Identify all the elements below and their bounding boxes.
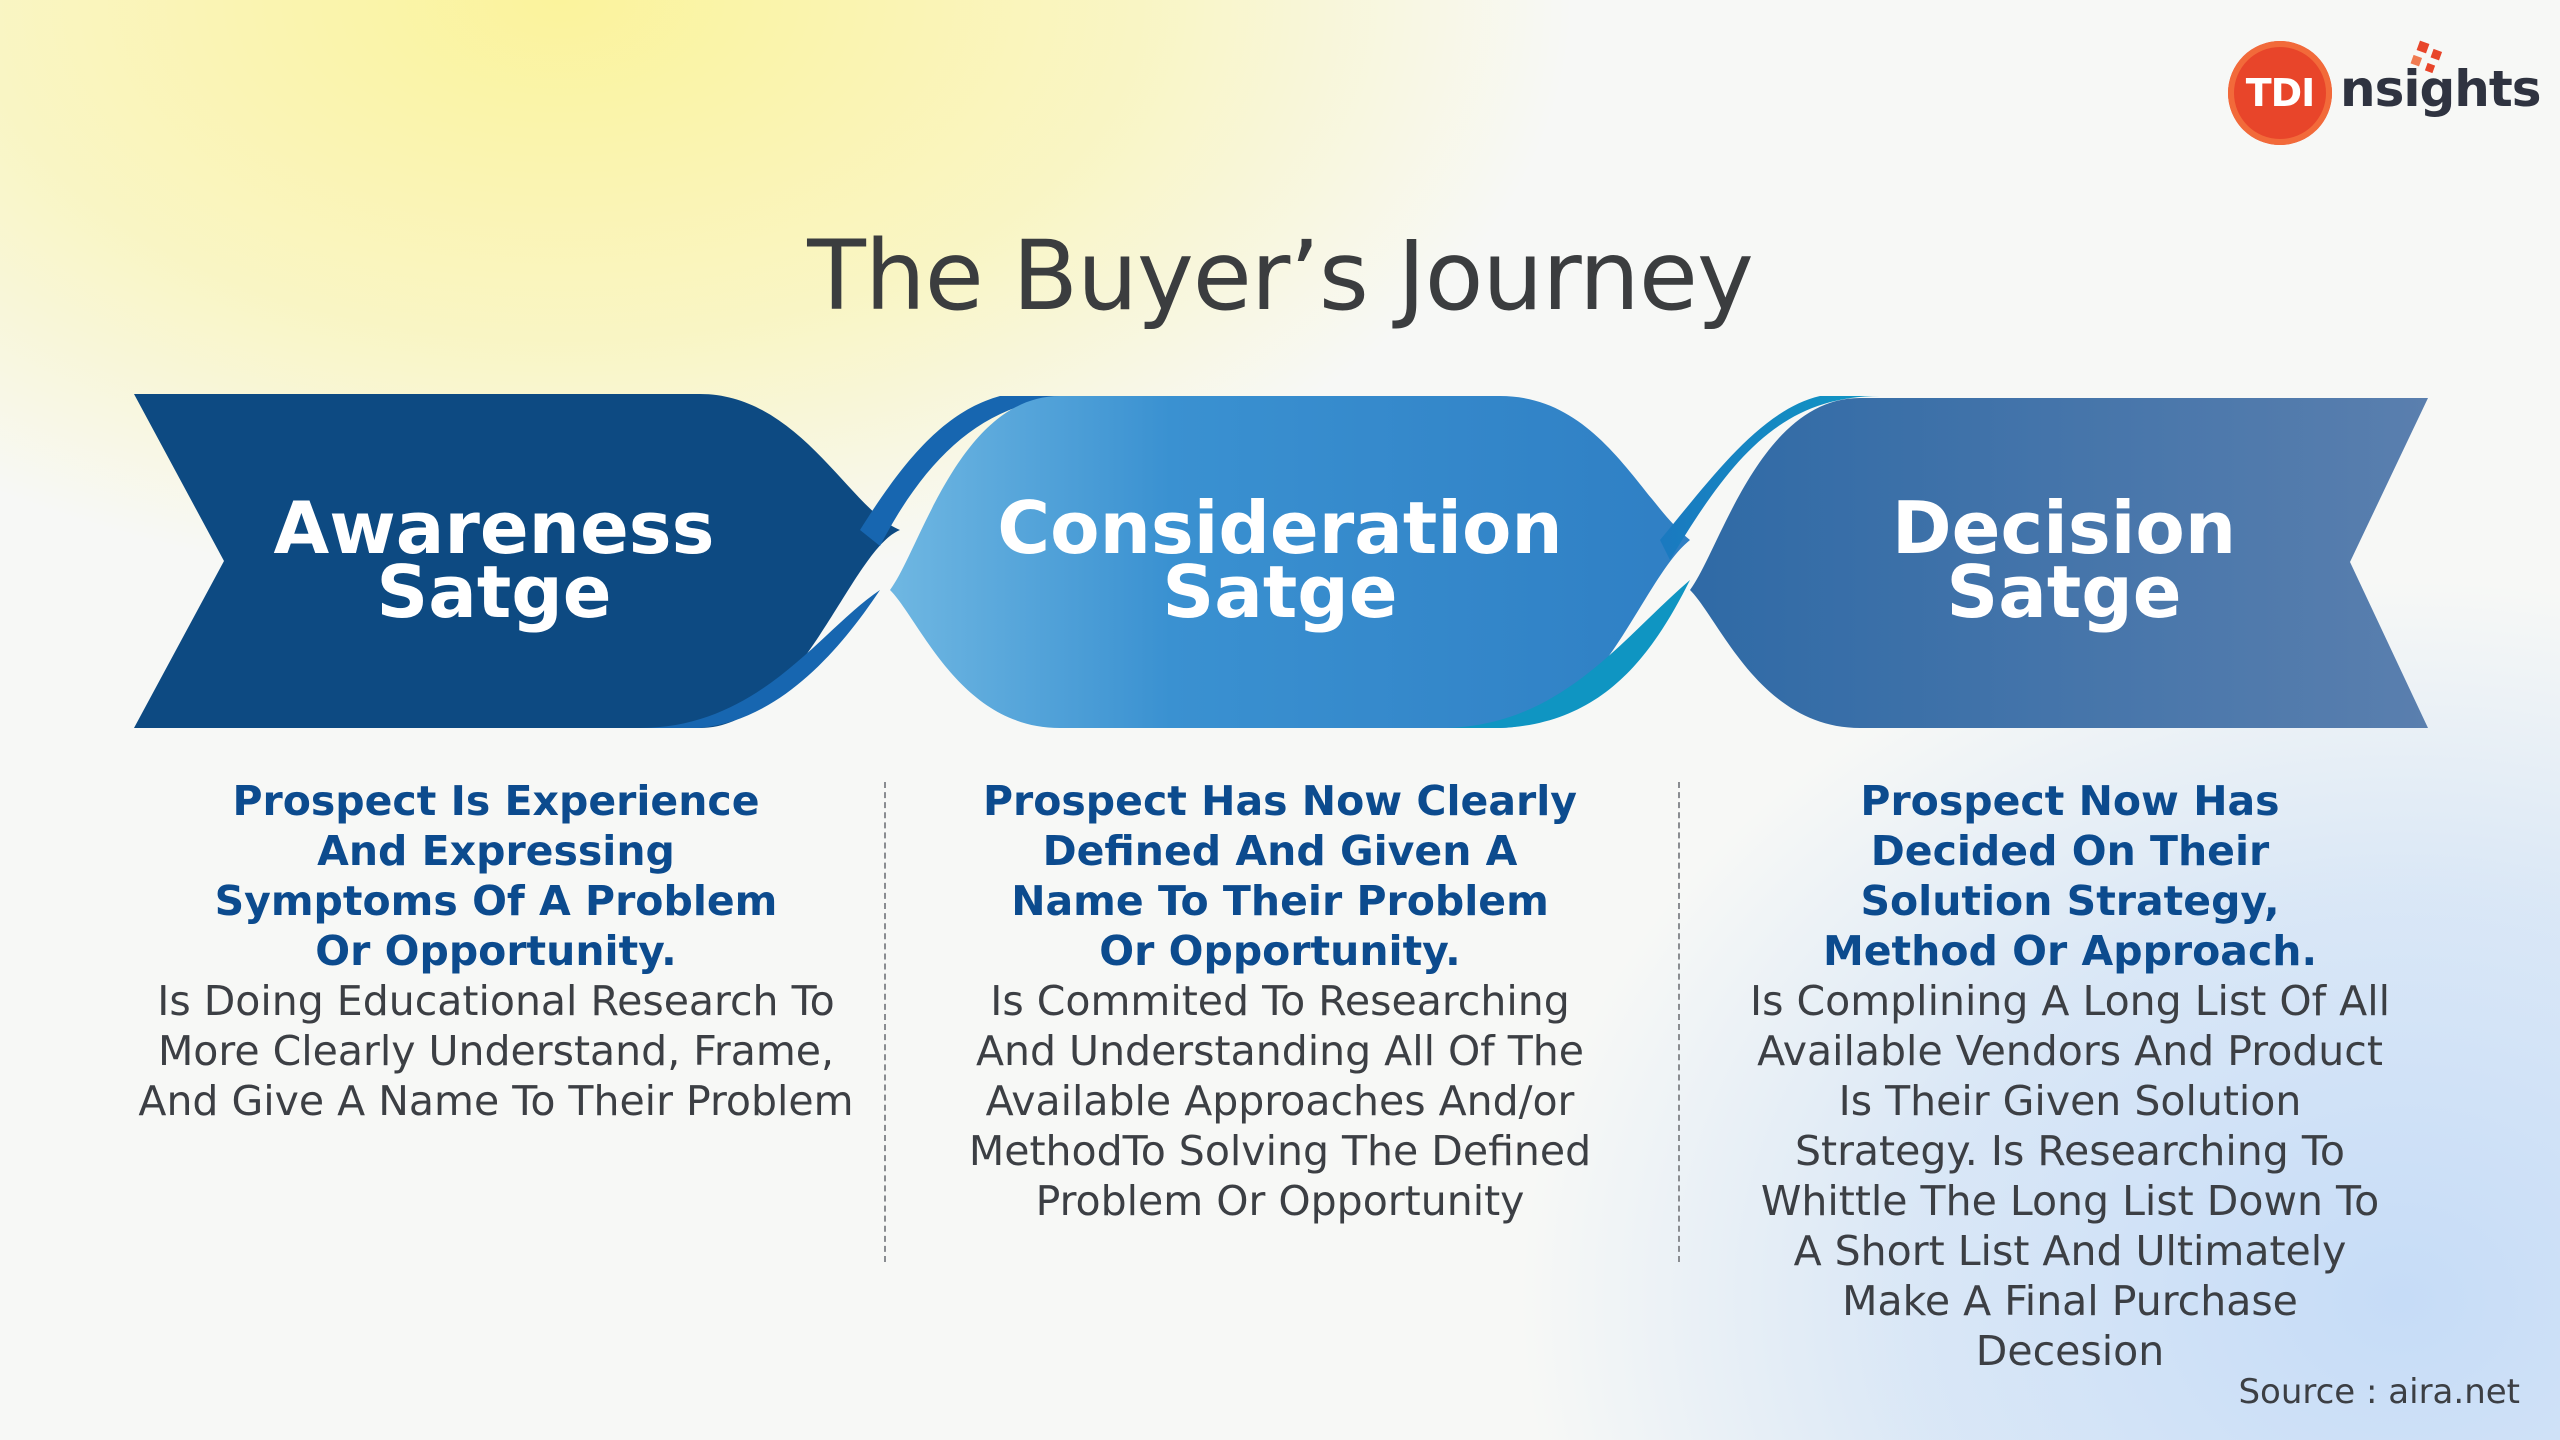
decision-band [1690,398,2428,728]
logo-dots-icon [2410,40,2443,74]
decision-lead: Prospect Now Has Decided On Their Soluti… [1822,777,2318,975]
consideration-description: Prospect Has Now Clearly Defined And Giv… [960,776,1600,1226]
consideration-band [890,396,1690,728]
awareness-twist-lower [640,590,880,728]
logo-wordmark: nsights [2340,60,2542,118]
page-title: The Buyer’s Journey [807,220,1754,332]
decision-stage-title: Decision Satge [1764,486,2364,634]
awareness-title-line1: Awareness [273,486,715,570]
awareness-lead: Prospect Is Experience And Expressing Sy… [214,777,778,975]
source-note: Source : aira.net [2238,1372,2520,1412]
decision-title-line1: Decision [1891,486,2237,570]
awareness-twist-edge [860,396,1080,546]
awareness-body: Is Doing Educational Research To More Cl… [138,977,854,1125]
journey-ribbon [134,394,2428,728]
awareness-description: Prospect Is Experience And Expressing Sy… [126,776,866,1126]
divider-2 [1678,782,1680,1262]
decision-body: Is Complining A Long List Of All Availab… [1750,977,2390,1375]
consideration-twist-edge [1660,396,1880,560]
decision-description: Prospect Now Has Decided On Their Soluti… [1750,776,2390,1376]
awareness-title-line2: Satge [376,550,612,634]
logo-badge: TDI [2228,41,2332,145]
awareness-band [134,394,900,728]
consideration-body: Is Commited To Researching And Understan… [968,977,1592,1225]
divider-1 [884,782,886,1262]
consideration-twist-lower [1440,580,1690,728]
tdi-insights-logo: TDI nsights [2228,38,2542,148]
awareness-stage-title: Awareness Satge [194,486,794,634]
consideration-title-line1: Consideration [997,486,1563,570]
decision-title-line2: Satge [1946,550,2182,634]
consideration-lead: Prospect Has Now Clearly Defined And Giv… [982,777,1578,975]
consideration-title-line2: Satge [1162,550,1398,634]
consideration-stage-title: Consideration Satge [980,486,1580,634]
